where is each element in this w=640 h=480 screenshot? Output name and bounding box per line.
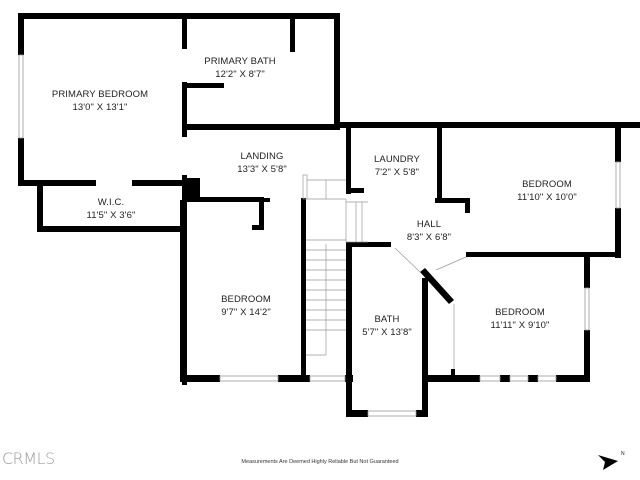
room-name: LAUNDRY [374,154,420,165]
windows [18,54,621,417]
north-label: N [621,451,625,457]
room-name: LANDING [240,151,284,162]
room-bedroom-w: BEDROOM 9'7" X 14'2" [221,293,271,319]
measurement-disclaimer: Measurements Are Deemed Highly Reliable … [241,459,399,465]
room-name: BEDROOM [221,294,271,305]
stairs [302,174,467,369]
crmls-logo: CRMLS [2,449,55,468]
room-dimensions: 5'7" X 13'8" [362,327,412,338]
room-dimensions: 13'3" X 5'8" [237,164,287,175]
room-bedroom-se: BEDROOM 11'11" X 9'10" [491,306,550,332]
room-dimensions: 12'2" X 8'7" [215,69,265,80]
room-name: HALL [416,219,442,230]
room-dimensions: 11'11" X 9'10" [490,320,550,331]
room-dimensions: 11'10" X 10'0" [517,192,577,203]
room-landing: LANDING 13'3" X 5'8" [237,150,287,176]
room-hall: HALL 8'3" X 6'8" [407,218,451,244]
room-dimensions: 9'7" X 14'2" [221,307,271,318]
room-name: W.I.C. [97,197,125,208]
room-dimensions: 13'0" X 13'1" [72,102,128,113]
room-name: BATH [374,314,400,325]
walls [18,13,640,417]
north-arrow-icon [598,455,618,470]
room-wic: W.I.C. 11'5" X 3'6" [87,196,136,222]
room-bedroom-ne: BEDROOM 11'10" X 10'0" [517,178,577,204]
room-laundry: LAUNDRY 7'2" X 5'8" [374,153,420,179]
room-bath: BATH 5'7" X 13'8" [362,313,412,339]
room-name: BEDROOM [522,179,572,190]
room-name: PRIMARY BEDROOM [51,89,149,100]
room-name: PRIMARY BATH [204,56,276,67]
room-dimensions: 8'3" X 6'8" [406,232,452,243]
room-primary-bath: PRIMARY BATH 12'2" X 8'7" [204,55,275,81]
room-dimensions: 7'2" X 5'8" [374,167,420,178]
room-name: BEDROOM [495,307,545,318]
room-dimensions: 11'5" X 3'6" [86,210,136,221]
room-primary-bedroom: PRIMARY BEDROOM 13'0" X 13'1" [52,88,148,114]
